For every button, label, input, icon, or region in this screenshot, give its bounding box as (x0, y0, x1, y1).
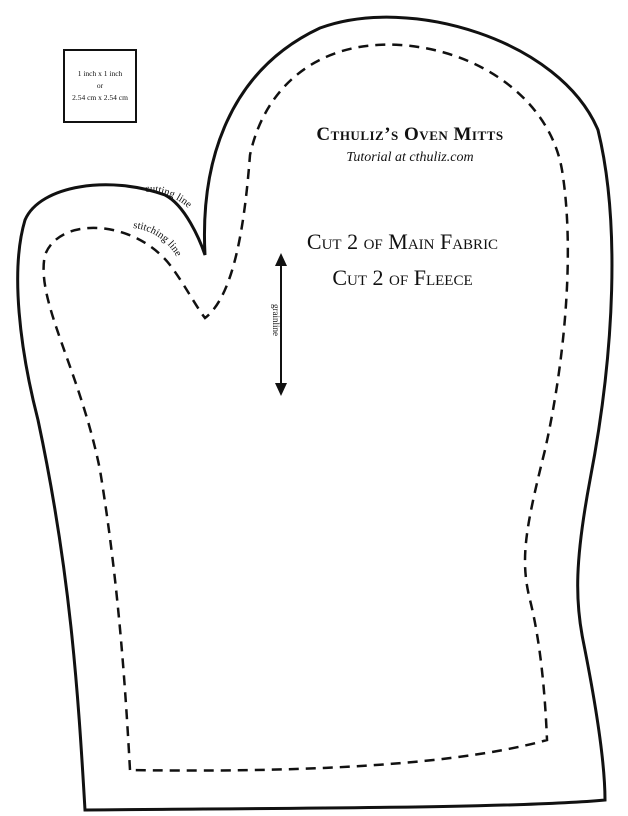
cutting-line-outline (16, 15, 614, 812)
stitching-line-outline (42, 43, 570, 772)
grainline-arrow (275, 253, 287, 396)
scale-box-line-3: 2.54 cm x 2.54 cm (72, 93, 128, 102)
pattern-subtitle: Tutorial at cthuliz.com (346, 150, 474, 165)
pattern-title: Cthuliz’s Oven Mitts (316, 124, 504, 145)
grainline-label: grainline (271, 304, 281, 336)
cut-instruction-fleece: Cut 2 of Fleece (332, 265, 473, 290)
cut-instruction-main-fabric: Cut 2 of Main Fabric (306, 229, 499, 254)
cutting-line-label: cutting line (145, 184, 194, 211)
scale-box-line-1: 1 inch x 1 inch (77, 69, 123, 78)
scale-box-line-2: or (96, 81, 104, 90)
scale-reference-box: 1 inch x 1 inch or 2.54 cm x 2.54 cm (63, 49, 137, 123)
